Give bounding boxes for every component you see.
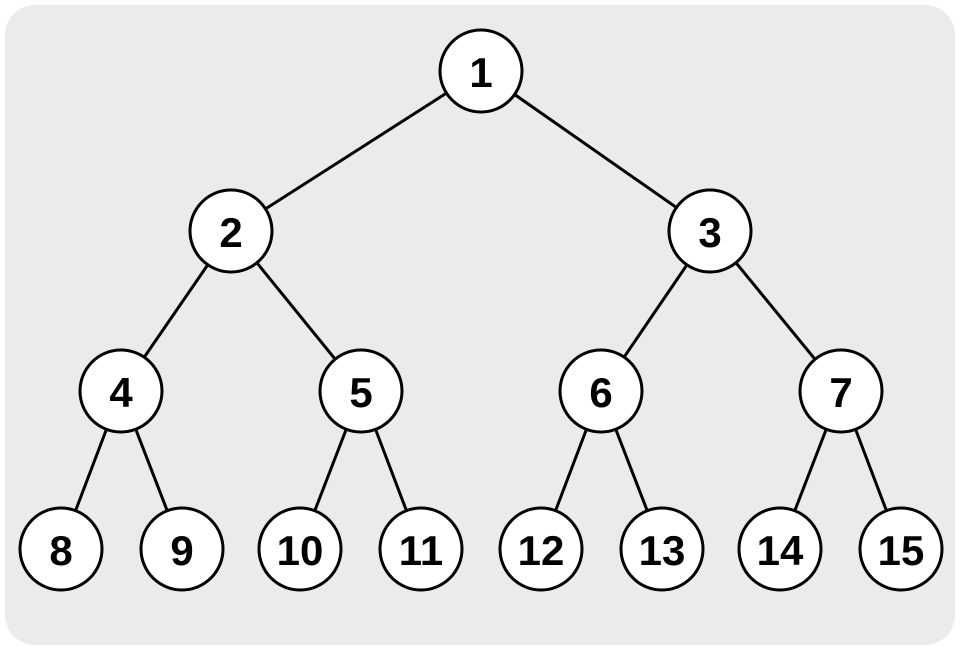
diagram-panel bbox=[5, 5, 955, 645]
tree-node-12: 12 bbox=[498, 506, 584, 592]
tree-node-circle bbox=[798, 348, 884, 434]
tree-node-label: 6 bbox=[589, 369, 612, 416]
tree-edge-1-2 bbox=[229, 69, 483, 233]
tree-node-circle bbox=[378, 506, 464, 592]
tree-node-circle bbox=[318, 348, 404, 434]
tree-node-7: 7 bbox=[798, 348, 884, 434]
tree-node-label: 14 bbox=[757, 527, 804, 574]
tree-node-15: 15 bbox=[858, 506, 944, 592]
tree-node-label: 4 bbox=[109, 369, 133, 416]
tree-node-circle bbox=[737, 506, 823, 592]
tree-node-label: 9 bbox=[170, 527, 193, 574]
tree-node-9: 9 bbox=[139, 506, 225, 592]
tree-node-14: 14 bbox=[737, 506, 823, 592]
tree-node-label: 3 bbox=[698, 209, 721, 256]
tree-node-1: 1 bbox=[438, 28, 524, 114]
tree-node-circle bbox=[188, 188, 274, 274]
tree-node-circle bbox=[438, 28, 524, 114]
tree-node-label: 15 bbox=[878, 527, 925, 574]
tree-node-label: 12 bbox=[518, 527, 565, 574]
tree-node-circle bbox=[498, 506, 584, 592]
tree-node-8: 8 bbox=[18, 506, 104, 592]
tree-node-3: 3 bbox=[667, 188, 753, 274]
tree-edge-1-3 bbox=[479, 69, 712, 233]
tree-node-circle bbox=[619, 506, 705, 592]
tree-node-circle bbox=[139, 506, 225, 592]
tree-node-circle bbox=[18, 506, 104, 592]
tree-node-circle bbox=[558, 348, 644, 434]
tree-node-circle bbox=[858, 506, 944, 592]
tree-node-10: 10 bbox=[257, 506, 343, 592]
tree-node-2: 2 bbox=[188, 188, 274, 274]
tree-node-label: 10 bbox=[277, 527, 324, 574]
tree-node-label: 13 bbox=[639, 527, 686, 574]
tree-node-label: 11 bbox=[399, 527, 443, 574]
tree-node-13: 13 bbox=[619, 506, 705, 592]
tree-node-label: 8 bbox=[49, 527, 72, 574]
tree-node-label: 1 bbox=[469, 49, 492, 96]
tree-node-label: 7 bbox=[829, 369, 852, 416]
tree-node-label: 5 bbox=[349, 369, 372, 416]
tree-node-5: 5 bbox=[318, 348, 404, 434]
tree-node-circle bbox=[78, 348, 164, 434]
tree-node-circle bbox=[667, 188, 753, 274]
tree-node-circle bbox=[257, 506, 343, 592]
tree-node-6: 6 bbox=[558, 348, 644, 434]
tree-node-label: 2 bbox=[219, 209, 242, 256]
tree-node-4: 4 bbox=[78, 348, 164, 434]
tree-node-11: 11 bbox=[378, 506, 464, 592]
